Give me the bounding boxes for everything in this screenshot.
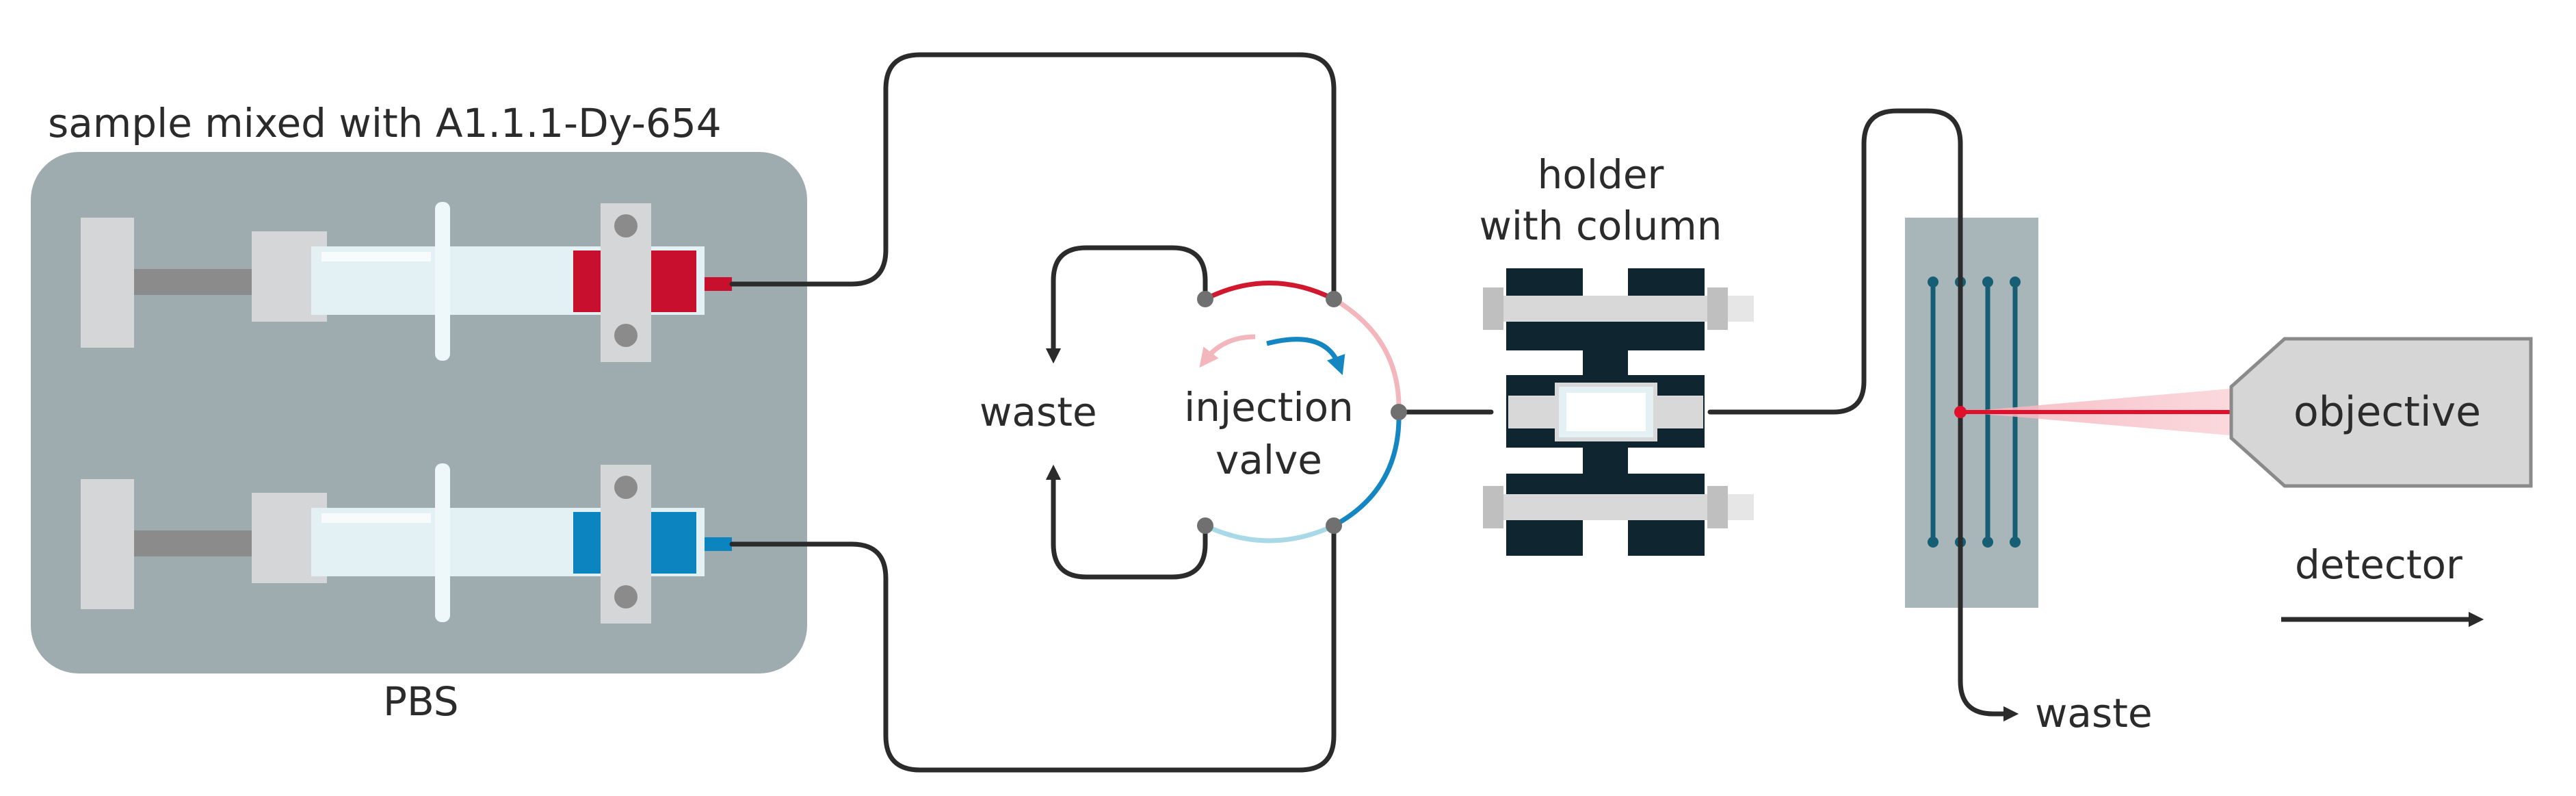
clamp-screw-top <box>614 214 638 237</box>
channel-port <box>1982 277 1993 287</box>
valve-port <box>1197 517 1213 534</box>
valve-port <box>1326 517 1342 534</box>
clamp-cap <box>1707 287 1728 330</box>
clamp-cap <box>1707 486 1728 528</box>
valve-arc-lightblue <box>1204 523 1335 543</box>
clamp-bar-top <box>1483 296 1728 322</box>
plunger-rod <box>134 530 257 556</box>
barrel-flange <box>435 463 450 622</box>
clamp-screw-bottom <box>614 585 638 608</box>
pbs-label: PBS <box>383 678 459 725</box>
plunger-end-plate <box>81 218 134 348</box>
side-pin <box>1728 296 1754 322</box>
tube-valve-waste-bottom <box>1045 464 1208 580</box>
injection-valve-label-1: injection <box>1184 384 1354 431</box>
channel-ends <box>1928 277 2021 548</box>
holder-label-2: with column <box>1480 203 1722 249</box>
tube-pbs-to-valve <box>729 523 1337 773</box>
channel-port <box>2010 277 2021 287</box>
valve-arc-red <box>1204 281 1335 302</box>
plunger-end-plate <box>81 479 134 609</box>
valve-arc-pink <box>1332 296 1402 413</box>
holder-label-1: holder <box>1538 151 1664 198</box>
column-fitting-left <box>1508 396 1556 428</box>
syringe-tip <box>705 277 732 291</box>
channel-port <box>2010 537 2021 548</box>
waste-left-label: waste <box>980 389 1097 435</box>
barrel-highlight <box>321 513 431 523</box>
switch-arrow-pink <box>1199 334 1256 368</box>
tubing <box>729 52 2019 773</box>
barrel-highlight <box>321 252 431 261</box>
clamp-bar-bottom <box>1483 494 1728 520</box>
detector-label: detector <box>2295 541 2462 588</box>
injection-valve <box>1197 281 1407 543</box>
laser-focus <box>1954 406 1967 418</box>
objective-body <box>2229 337 2533 488</box>
objective-label: objective <box>2294 388 2481 436</box>
channel-port <box>1982 537 1993 548</box>
channel-port <box>1928 537 1938 548</box>
clamp-cap <box>1483 486 1503 528</box>
plunger-rod <box>134 269 257 295</box>
valve-arc-blue <box>1332 411 1402 528</box>
channel-port <box>1928 277 1938 287</box>
syringe-sample <box>81 202 732 362</box>
side-pin <box>1728 494 1754 520</box>
pump-panel-background <box>31 152 807 673</box>
waste-right-label: waste <box>2035 690 2153 736</box>
switch-arrow-blue <box>1266 337 1345 376</box>
injection-valve-label-2: valve <box>1215 437 1322 483</box>
syringe-pump-panel <box>31 152 807 673</box>
objective-lens-icon <box>2229 337 2533 488</box>
clamp-cap <box>1483 287 1503 330</box>
syringe-pbs <box>81 463 732 624</box>
clamp-screw-bottom <box>614 324 638 347</box>
column-inner <box>1566 393 1646 431</box>
syringe-tip <box>705 537 732 551</box>
clamp-screw-top <box>614 476 638 499</box>
tube-valve-waste-top <box>1045 245 1208 364</box>
tube-sample-to-valve <box>729 52 1337 302</box>
barrel-flange <box>435 202 450 361</box>
column-holder <box>1483 268 1754 556</box>
valve-port <box>1197 291 1213 307</box>
valve-port <box>1326 291 1342 307</box>
column-fitting-right <box>1655 396 1703 428</box>
tube-holder-to-chip <box>1707 108 2019 722</box>
sample-label: sample mixed with A1.1.1-Dy-654 <box>48 100 722 146</box>
valve-port <box>1391 404 1407 420</box>
